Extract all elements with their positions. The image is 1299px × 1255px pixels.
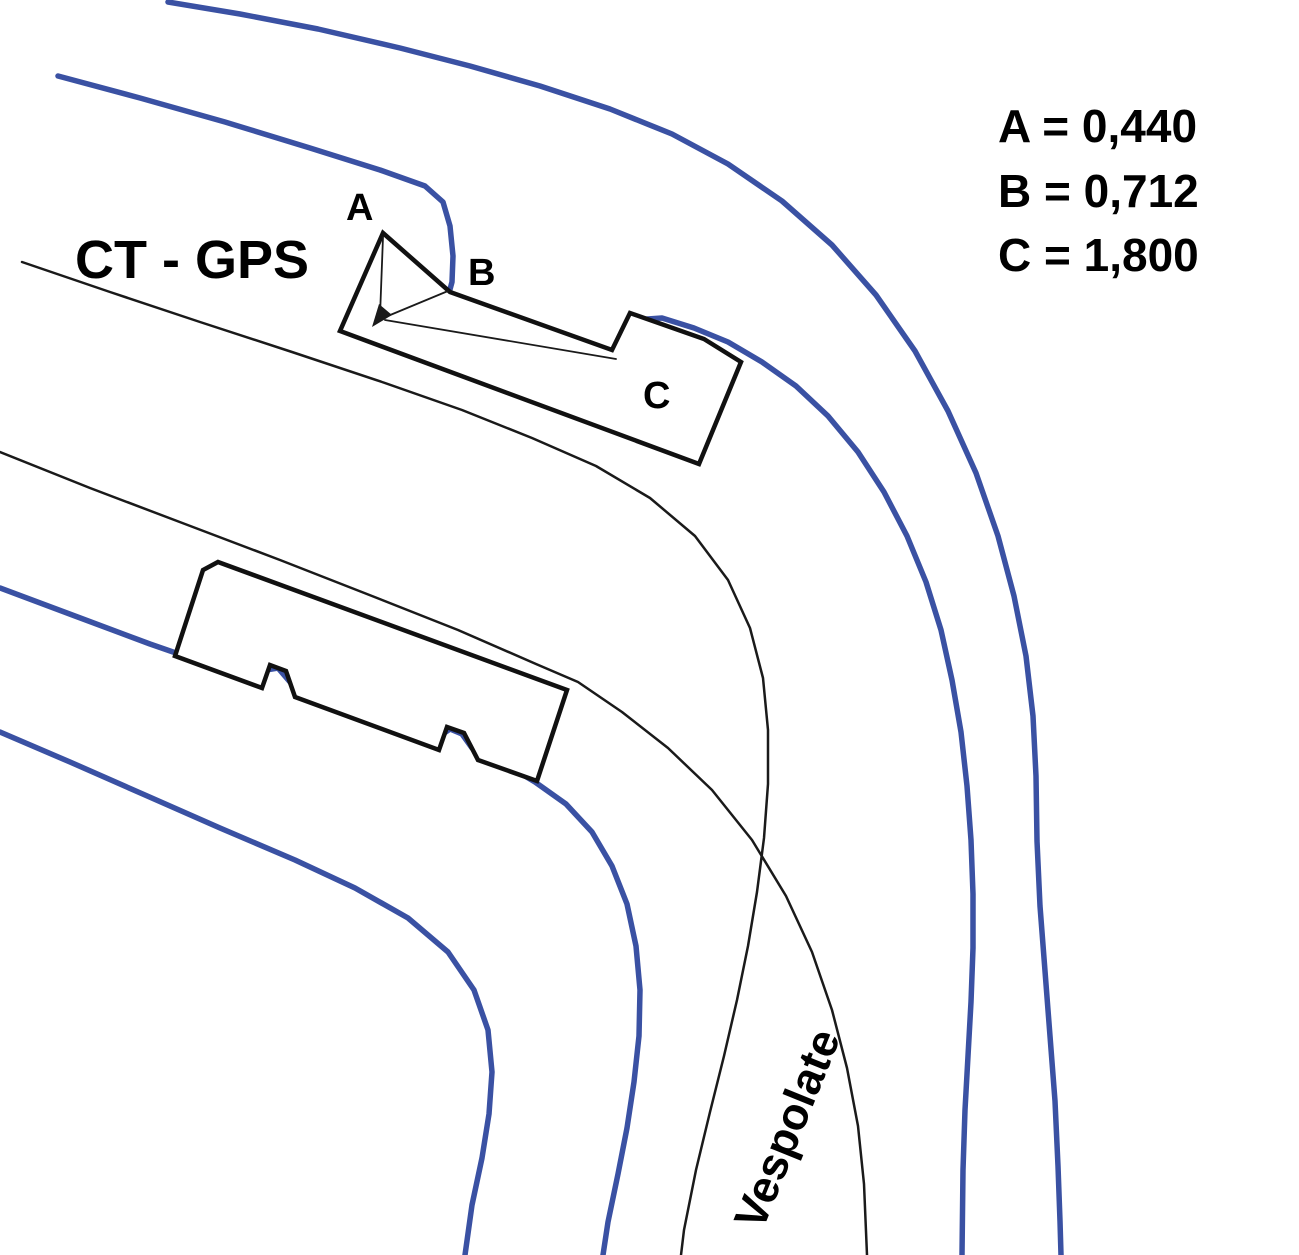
vectors-group: [379, 236, 617, 360]
blue-roads-group: [0, 0, 1064, 1255]
building-lower-outline: [172, 559, 570, 784]
point-c-label: C: [643, 375, 670, 417]
blue-outer-road-line: [165, 0, 1064, 1255]
point-a-label: A: [346, 187, 373, 229]
station-label: CT - GPS: [75, 230, 309, 290]
buildings-group: [172, 229, 744, 784]
blue-upper-inner-road-line: [55, 73, 456, 296]
vector-line-c: [384, 319, 617, 360]
legend: A = 0,440 B = 0,712 C = 1,800: [998, 100, 1199, 281]
blue-lower-outer-road-line: [0, 729, 495, 1255]
black-inner-road-line: [20, 260, 770, 1255]
place-label: Vespolate: [724, 1022, 850, 1236]
point-b-label: B: [468, 252, 495, 294]
black-roads-group: [0, 260, 869, 1255]
legend-item-a: A = 0,440: [998, 100, 1197, 152]
blue-right-inner-road-line: [615, 315, 976, 1255]
black-outer-road-line: [0, 450, 869, 1255]
vector-arrowhead-icon: [372, 304, 392, 327]
vector-line-b: [382, 290, 449, 319]
building-ct-gps-outline: [336, 229, 744, 467]
vector-line-a: [379, 236, 384, 317]
legend-item-b: B = 0,712: [998, 165, 1199, 217]
legend-item-c: C = 1,800: [998, 229, 1199, 281]
